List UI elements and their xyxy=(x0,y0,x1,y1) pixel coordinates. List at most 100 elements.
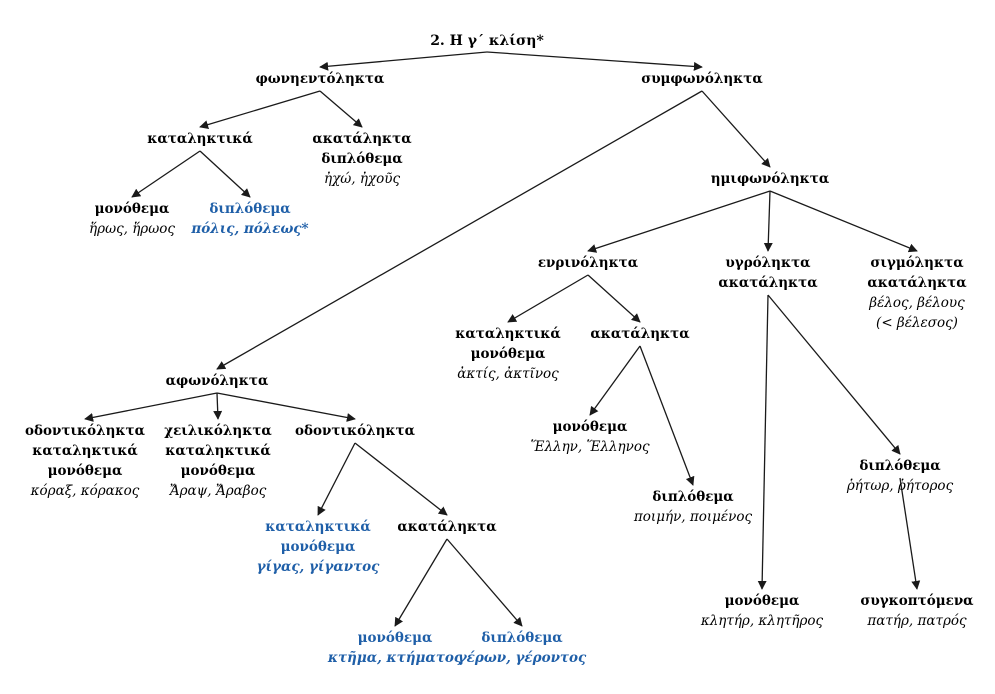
node-odont: οδοντικόληκτα xyxy=(295,423,416,439)
node-label: ακατάληκτα xyxy=(718,275,818,291)
node-label: καταληκτικά xyxy=(455,326,561,342)
node-label: διπλόθεμα xyxy=(859,458,941,474)
edge-aphon-to-odont-kat xyxy=(84,392,218,422)
node-label: ακατάληκτα xyxy=(312,131,412,147)
node-label: αφωνόληκτα xyxy=(166,373,269,389)
node-label: υγρόληκτα xyxy=(725,255,811,271)
node-label: διπλόθεμα xyxy=(481,630,563,646)
diagram-title: 2. Η γ΄ κλίση* xyxy=(430,32,544,49)
edge-aphon-to-cheil xyxy=(213,392,223,420)
node-label: ακατάληκτα xyxy=(397,519,497,535)
edge-enrin-akat-to-enrin-akat-mono xyxy=(589,345,641,416)
node-label: ενρινόληκτα xyxy=(538,255,639,271)
node-label: μονόθεμα xyxy=(281,539,356,555)
node-example: πατήρ, πατρός xyxy=(866,613,967,629)
edge-odont-to-odont-katal xyxy=(317,442,356,516)
node-label: μονόθεμα xyxy=(471,346,546,362)
node-label: μονόθεμα xyxy=(358,630,433,646)
node-enrin: ενρινόληκτα xyxy=(538,255,639,271)
node-example: κόραξ, κόρακος xyxy=(30,483,140,499)
node-label: διπλόθεμα xyxy=(321,151,403,167)
node-label: συμφωνόληκτα xyxy=(641,71,763,87)
node-label: καταληκτικά xyxy=(32,443,138,459)
node-odont-akat-dipl: διπλόθεμα γέρων, γέροντος xyxy=(458,630,587,666)
node-odont-akat: ακατάληκτα xyxy=(397,519,497,535)
edge-phon-kat-to-phon-kat-dipl xyxy=(199,150,251,198)
node-ygro: υγρόληκτα ακατάληκτα xyxy=(718,255,818,291)
node-label: ακατάληκτα xyxy=(867,275,967,291)
edge-odont-to-odont-akat xyxy=(354,442,448,516)
edge-phon-to-phon-akat xyxy=(319,90,363,128)
node-enrin-akat: ακατάληκτα xyxy=(590,326,690,342)
edge-ygro-dipl-to-sygkopt xyxy=(899,477,921,590)
node-example: ἠχώ, ἠχοῦς xyxy=(324,171,400,187)
node-example: γέρων, γέροντος xyxy=(458,650,587,666)
node-label: καταληκτικά xyxy=(147,131,253,147)
node-layer: 2. Η γ΄ κλίση* φωνηεντόληκτα συμφωνόληκτα… xyxy=(25,32,974,666)
node-ygro-dipl: διπλόθεμα ῥήτωρ, ῥήτορος xyxy=(846,458,954,494)
node-odont-katal: καταληκτικά μονόθεμα γίγας, γίγαντος xyxy=(257,519,381,575)
edge-root-to-symph xyxy=(486,51,703,71)
node-label: καταληκτικά xyxy=(165,443,271,459)
node-enrin-kat: καταληκτικά μονόθεμα ἀκτίς, ἀκτῖνος xyxy=(455,326,561,382)
node-example: ἥρως, ἥρωος xyxy=(89,221,175,237)
node-label: μονόθεμα xyxy=(95,201,170,217)
node-example: κλητήρ, κλητῆρος xyxy=(700,613,824,629)
edge-layer xyxy=(84,51,921,627)
node-label: σιγμόληκτα xyxy=(870,255,964,271)
node-label: φωνηεντόληκτα xyxy=(256,71,385,87)
node-label: μονόθεμα xyxy=(48,463,123,479)
node-phon-kat: καταληκτικά xyxy=(147,131,253,147)
node-label: ακατάληκτα xyxy=(590,326,690,342)
node-label: οδοντικόληκτα xyxy=(25,423,146,439)
node-label: διπλόθεμα xyxy=(652,489,734,505)
edge-phon-kat-to-phon-kat-mono xyxy=(131,150,201,198)
edge-root-to-phon xyxy=(319,51,488,71)
node-phon: φωνηεντόληκτα xyxy=(256,71,385,87)
node-example: ἀκτίς, ἀκτῖνος xyxy=(457,366,559,382)
node-ygro-mono: μονόθεμα κλητήρ, κλητῆρος xyxy=(700,593,824,629)
node-example: (< βέλεσος) xyxy=(876,315,958,331)
node-sygkopt: συγκοπτόμενα πατήρ, πατρός xyxy=(860,593,974,629)
node-enrin-akat-dipl: διπλόθεμα ποιμήν, ποιμένος xyxy=(633,489,753,525)
node-label: χειλικόληκτα xyxy=(164,423,272,439)
edge-enrin-to-enrin-akat xyxy=(587,274,641,323)
node-phon-kat-mono: μονόθεμα ἥρως, ἥρωος xyxy=(89,201,175,237)
node-label: μονόθεμα xyxy=(725,593,800,609)
node-example: ῥήτωρ, ῥήτορος xyxy=(846,478,954,494)
edge-symph-to-hemi xyxy=(701,90,771,168)
edge-hemi-to-enrin xyxy=(587,190,771,253)
edge-enrin-akat-to-enrin-akat-dipl xyxy=(639,345,695,486)
node-sigm: σιγμόληκτα ακατάληκτα βέλος, βέλους (< βέλε… xyxy=(867,255,967,331)
node-label: καταληκτικά xyxy=(265,519,371,535)
edge-phon-to-phon-kat xyxy=(199,90,321,129)
node-example: κτῆμα, κτήματος xyxy=(327,650,463,666)
node-phon-akat: ακατάληκτα διπλόθεμα ἠχώ, ἠχοῦς xyxy=(312,131,412,187)
edge-symph-to-aphon xyxy=(216,90,703,370)
node-aphon: αφωνόληκτα xyxy=(166,373,269,389)
edge-hemi-to-ygro xyxy=(763,190,773,252)
edge-aphon-to-odont xyxy=(216,392,356,422)
node-label: μονόθεμα xyxy=(181,463,256,479)
node-example: ποιμήν, ποιμένος xyxy=(633,509,753,525)
node-example: βέλος, βέλους xyxy=(868,295,965,311)
node-example: γίγας, γίγαντος xyxy=(257,559,381,575)
node-label: μονόθεμα xyxy=(553,419,628,435)
edge-ygro-to-ygro-dipl xyxy=(767,294,901,455)
edge-odont-akat-to-odont-akat-mono xyxy=(394,538,448,627)
edge-hemi-to-sigm xyxy=(769,190,918,253)
edge-enrin-to-enrin-kat xyxy=(507,274,589,323)
node-example: πόλις, πόλεως* xyxy=(190,221,308,237)
node-odont-kat: οδοντικόληκτα καταληκτικά μονόθεμα κόραξ, κ… xyxy=(25,423,146,499)
node-symph: συμφωνόληκτα xyxy=(641,71,763,87)
node-example: Ἕλλην, Ἕλληνος xyxy=(530,439,649,455)
edge-odont-akat-to-odont-akat-dipl xyxy=(446,538,523,627)
node-label: συγκοπτόμενα xyxy=(860,593,974,609)
node-hemi: ημιφωνόληκτα xyxy=(711,171,830,187)
edge-ygro-to-ygro-mono xyxy=(757,294,769,590)
node-label: ημιφωνόληκτα xyxy=(711,171,830,187)
